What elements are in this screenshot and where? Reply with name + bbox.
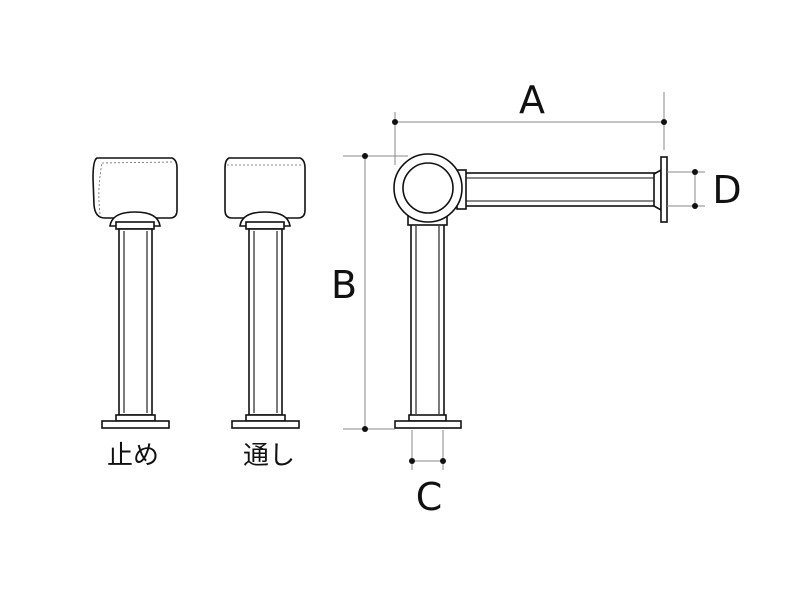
stop-post-cap xyxy=(92,157,178,219)
through-post-cap xyxy=(224,157,306,219)
stop-post-cap-seam xyxy=(98,161,173,215)
elbow-base-neck xyxy=(408,414,447,422)
stop-post-ring xyxy=(115,221,155,230)
dimension-c-label: C xyxy=(416,475,443,519)
stop-post: 止め xyxy=(92,157,178,471)
dimension-a: A xyxy=(392,78,667,165)
elbow-base-plate xyxy=(394,420,462,429)
dimension-a-dot xyxy=(661,119,667,125)
dimension-b: B xyxy=(331,153,408,432)
dimension-a-label: A xyxy=(519,78,545,122)
dimension-c: C xyxy=(409,430,446,519)
dimension-b-label: B xyxy=(331,263,357,307)
dimension-c-dot xyxy=(440,458,446,464)
dimension-c-dot xyxy=(409,458,415,464)
stop-post-base-neck xyxy=(115,414,156,422)
elbow-wall-flange-neck xyxy=(653,168,662,212)
elbow-joint-inner xyxy=(402,162,454,214)
dimension-d-dot xyxy=(692,169,698,175)
dimension-d-label: D xyxy=(712,168,741,212)
dimension-a-dot xyxy=(392,119,398,125)
dimension-b-dot xyxy=(362,426,368,432)
stop-post-base-plate xyxy=(101,420,170,429)
elbow-bracket xyxy=(393,153,668,429)
through-post-ring xyxy=(245,221,285,230)
dimension-d: D xyxy=(667,168,742,212)
dimension-b-dot xyxy=(362,153,368,159)
through-post-base-plate xyxy=(231,420,300,429)
through-post-base-neck xyxy=(245,414,286,422)
dimension-d-dot xyxy=(692,203,698,209)
stop-label: 止め xyxy=(107,441,159,471)
elbow-wall-plate xyxy=(660,156,668,223)
through-label: 通し xyxy=(243,441,295,471)
through-post: 通し xyxy=(224,157,306,471)
